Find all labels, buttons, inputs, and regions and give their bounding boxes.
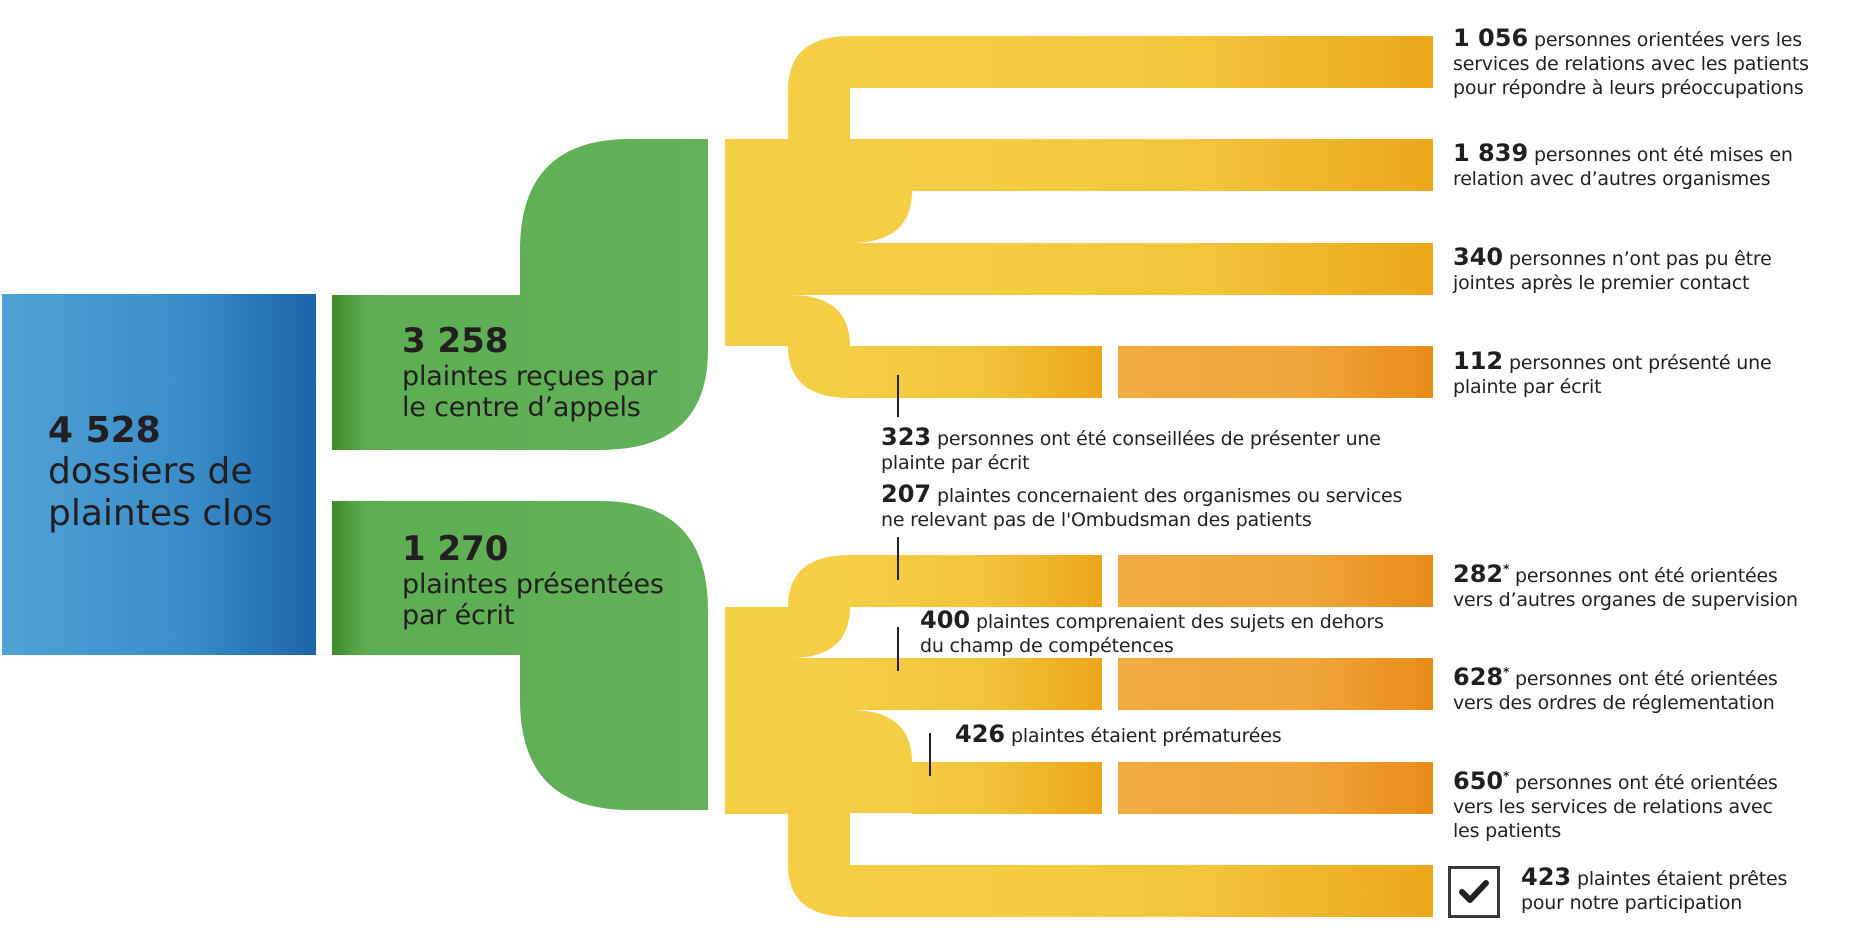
bar-282 [1118,555,1433,607]
bar-423 [850,865,1433,917]
outcome-282: 282* personnes ont été orientées vers d’… [1453,560,1798,611]
total-box [2,294,316,655]
leader-line-323 [897,375,899,417]
total-value: 4 528 [48,410,161,451]
written-flows [725,555,912,917]
outcome-628: 628* personnes ont été orientées vers de… [1453,663,1778,714]
checkbox-checked-icon [1448,866,1500,918]
bar-650 [1118,762,1433,814]
intermediate-323: 323 personnes ont été conseillées de pré… [881,423,1381,474]
call-centre-shape [332,139,708,450]
bar-400 [788,658,1102,710]
intermediate-207: 207 plaintes concernaient des organismes… [881,480,1403,531]
total-label: 4 528 dossiers de plaintes clos [48,410,273,534]
leader-line-400 [897,627,899,671]
bar-1839 [912,139,1433,191]
written-value: 1 270 [402,529,509,569]
written-shape [332,501,708,810]
outcome-1056: 1 056 personnes orientées vers les servi… [1453,24,1809,99]
call-centre-value: 3 258 [402,321,509,361]
intermediate-426: 426 plaintes étaient prématurées [955,720,1282,748]
leader-line-426 [929,733,931,776]
bar-112 [1118,346,1433,398]
outcome-1839: 1 839 personnes ont été mises en relatio… [1453,139,1793,190]
outcome-112: 112 personnes ont présenté une plainte p… [1453,347,1772,398]
bar-323 [850,346,1102,398]
bar-340 [788,243,1433,295]
outcome-650: 650* personnes ont été orientées vers le… [1453,767,1778,842]
intermediate-400: 400 plaintes comprenaient des sujets en … [920,606,1384,657]
call-centre-flows [725,36,912,398]
outcome-423: 423 plaintes étaient prêtes pour notre p… [1521,863,1788,914]
bar-426 [912,762,1102,814]
bar-1056 [850,36,1433,88]
bar-207 [850,555,1102,607]
outcome-340: 340 personnes n’ont pas pu être jointes … [1453,243,1772,294]
written-label: 1 270 plaintes présentées par écrit [402,529,664,632]
bar-628 [1118,658,1433,710]
leader-line-207 [897,537,899,580]
call-centre-label: 3 258 plaintes reçues par le centre d’ap… [402,321,657,424]
